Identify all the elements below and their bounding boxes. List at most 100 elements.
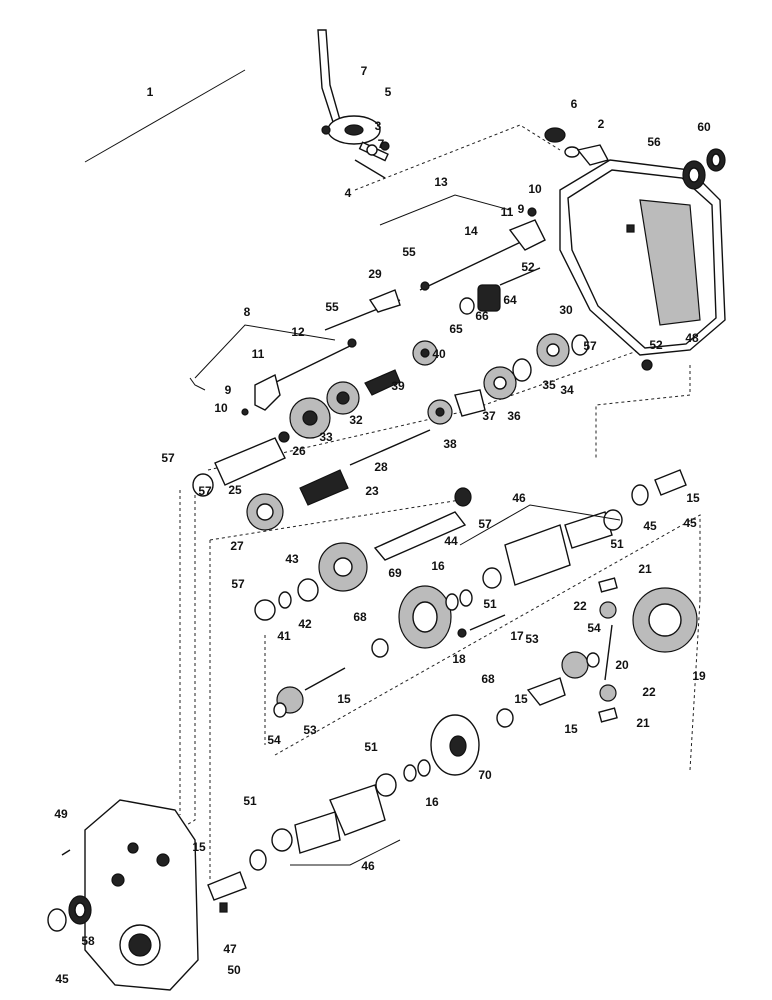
- part-label: 65: [449, 322, 463, 336]
- hub-70: [430, 714, 480, 776]
- bearing-57-upper: [571, 334, 589, 356]
- bushing-51-upper: [482, 567, 502, 589]
- part-label: 16: [425, 795, 439, 809]
- block-21-upper: [598, 577, 618, 593]
- part-label: 27: [230, 539, 244, 553]
- pinion-53-right: [561, 651, 589, 679]
- assembly-guide-lines: [169, 124, 701, 880]
- part-label: 51: [483, 597, 497, 611]
- part-label: 15: [564, 722, 578, 736]
- part-label: 19: [692, 669, 706, 683]
- pin-20: [604, 624, 613, 681]
- part-label: 23: [365, 484, 379, 498]
- gear-22-lower: [599, 684, 617, 702]
- part-label: 1: [147, 85, 154, 99]
- part-label: 25: [228, 483, 242, 497]
- part-label: 53: [303, 723, 317, 737]
- part-label: 10: [528, 182, 542, 196]
- part-label: 5: [385, 85, 392, 99]
- shift-lever: [317, 29, 390, 179]
- assembly-leader-line: [84, 69, 246, 163]
- shaft-44: [373, 511, 467, 561]
- part-label: 52: [521, 260, 535, 274]
- part-label: 68: [353, 610, 367, 624]
- part-label: 30: [559, 303, 573, 317]
- part-label: 26: [292, 444, 306, 458]
- part-label: 55: [402, 245, 416, 259]
- part-label: 16: [431, 559, 445, 573]
- part-label: 41: [277, 629, 291, 643]
- part-label: 40: [432, 347, 446, 361]
- part-label: 39: [391, 379, 405, 393]
- part-label: 48: [685, 331, 699, 345]
- transmission-housing-rear: [84, 799, 199, 991]
- gear-34: [536, 333, 570, 367]
- part-label: 15: [686, 491, 700, 505]
- block-21-lower: [598, 707, 618, 723]
- part-label: 33: [319, 430, 333, 444]
- seal-45-upper: [631, 484, 649, 506]
- part-label: 46: [361, 859, 375, 873]
- shaft-15-upper: [654, 469, 687, 496]
- part-label: 11: [501, 205, 514, 219]
- part-label: 18: [452, 652, 466, 666]
- part-label: 57: [231, 577, 245, 591]
- part-label: 52: [649, 338, 663, 352]
- part-label: 15: [514, 692, 528, 706]
- part-label: 15: [337, 692, 351, 706]
- part-label: 22: [642, 685, 656, 699]
- washer-68-upper: [371, 638, 389, 658]
- gear-43: [318, 542, 368, 592]
- part-label: 68: [481, 672, 495, 686]
- shift-rail-upper: [419, 207, 546, 291]
- part-label: 54: [267, 733, 281, 747]
- bearing-58: [68, 895, 92, 925]
- part-label: 51: [364, 740, 378, 754]
- shaft-15-right: [526, 677, 566, 706]
- part-label: 2: [598, 117, 605, 131]
- part-label: 9: [518, 202, 525, 216]
- seal-60: [706, 148, 726, 172]
- gear-40: [412, 340, 438, 366]
- bushing-35: [512, 358, 532, 382]
- part-label: 51: [610, 537, 624, 551]
- part-label: 42: [298, 617, 312, 631]
- part-label: 7: [378, 137, 385, 151]
- part-label: 60: [697, 120, 711, 134]
- part-label: 44: [444, 534, 458, 548]
- part-label: 54: [587, 621, 601, 635]
- shaft-26: [214, 431, 290, 486]
- part-label: 6: [571, 97, 578, 111]
- part-label: 8: [244, 305, 251, 319]
- part-number-labels: 1234567789910101111121314151515151516161…: [54, 64, 711, 986]
- part-label: 53: [525, 632, 539, 646]
- part-label: 57: [478, 517, 492, 531]
- shaft-15-lower: [207, 871, 247, 901]
- part-label: 37: [482, 409, 496, 423]
- washer-16-lower: [403, 759, 431, 782]
- part-label: 21: [638, 562, 652, 576]
- part-label: 3: [375, 119, 382, 133]
- gear-38: [427, 399, 453, 425]
- part-label: 57: [161, 451, 175, 465]
- gear-23: [299, 469, 349, 506]
- gear-32: [326, 381, 360, 415]
- part-label: 20: [615, 658, 629, 672]
- part-label: 55: [325, 300, 339, 314]
- part-label: 36: [507, 409, 521, 423]
- transmission-housing-front: [559, 159, 726, 371]
- nut-18: [457, 628, 467, 638]
- bolt-17: [469, 614, 506, 631]
- differential-case-lower: [271, 773, 397, 854]
- gear-66: [477, 284, 501, 312]
- part-label: 45: [55, 972, 69, 986]
- pin-50: [219, 902, 228, 913]
- part-label: 29: [368, 267, 382, 281]
- part-label: 12: [291, 325, 305, 339]
- seal-45-lower-right: [249, 849, 267, 871]
- gear-36: [483, 366, 517, 400]
- bushing-37: [454, 389, 486, 417]
- part-label: 49: [54, 807, 68, 821]
- bearing-57-mid: [454, 487, 472, 507]
